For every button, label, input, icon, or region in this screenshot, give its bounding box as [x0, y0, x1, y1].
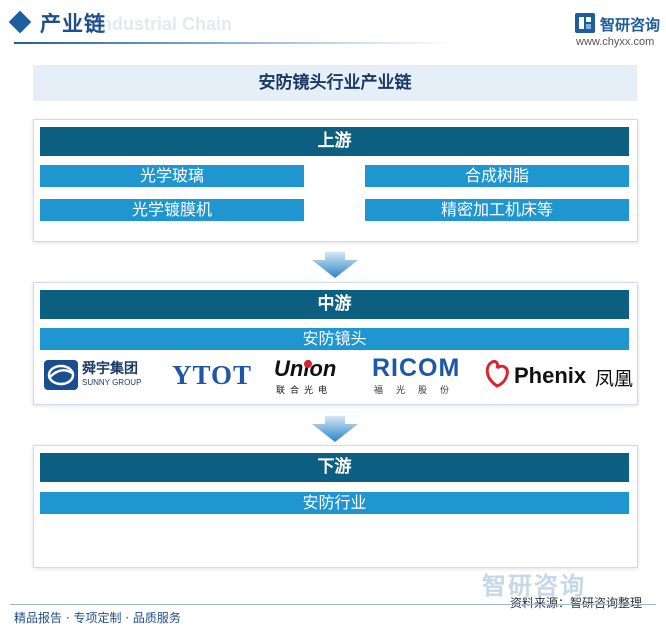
- down-arrow-icon: [312, 252, 358, 278]
- upstream-item-coating-machine: 光学镀膜机: [40, 199, 304, 221]
- downstream-band: 下游: [40, 453, 629, 482]
- phenix-name: Phenix: [514, 363, 587, 388]
- logo-phenix: Phenix 凤凰: [482, 354, 636, 396]
- ricom-cn-name: 福光股份: [374, 386, 463, 396]
- brand-name: 智研咨询: [600, 16, 661, 34]
- upstream-item-optical-glass: 光学玻璃: [40, 165, 304, 187]
- upstream-item-machine-tools: 精密加工机床等: [365, 199, 629, 221]
- upstream-band: 上游: [40, 127, 629, 156]
- brand-logo-icon: [575, 13, 595, 33]
- source-note: 资料来源：智研咨询整理: [510, 596, 643, 610]
- footer-brand-watermark: 智研咨询: [482, 572, 586, 600]
- sunny-cn-name: 舜宇集团: [82, 361, 138, 377]
- midstream-item-security-lens: 安防镜头: [40, 328, 629, 350]
- union-cn-name: 联合光电: [276, 386, 333, 396]
- upstream-item-synthetic-resin: 合成树脂: [365, 165, 629, 187]
- downstream-item-security-industry: 安防行业: [40, 492, 629, 514]
- sunny-mark-icon: [44, 360, 78, 390]
- logo-union: Union 联合光电: [274, 354, 344, 396]
- ricom-name: RICOM: [372, 354, 461, 382]
- header-diamond-icon: [8, 10, 32, 34]
- header-divider: [14, 42, 454, 44]
- title-bar: [33, 65, 637, 101]
- header-watermark: Industrial Chain: [96, 14, 233, 34]
- midstream-band: 中游: [40, 290, 629, 319]
- page-title: 产业链: [40, 12, 106, 36]
- union-red-dot-icon: [304, 360, 312, 368]
- sunny-en-name: SUNNY GROUP: [82, 378, 142, 387]
- phenix-cn-name: 凤凰: [595, 368, 634, 390]
- down-arrow-icon: [312, 416, 358, 442]
- ytot-name: YTOT: [172, 360, 253, 390]
- logo-ricom: RICOM 福光股份: [372, 354, 468, 396]
- footer-divider: [10, 604, 656, 605]
- logo-sunny-group: 舜宇集团 SUNNY GROUP: [42, 354, 150, 396]
- brand-url: www.chyxx.com: [576, 36, 655, 48]
- diagram-title: 安防镜头行业产业链: [258, 73, 412, 93]
- footer-tagline: 精品报告 · 专项定制 · 品质服务: [14, 611, 181, 625]
- phenix-mark-icon: [485, 360, 509, 388]
- logo-ytot: YTOT: [170, 354, 260, 396]
